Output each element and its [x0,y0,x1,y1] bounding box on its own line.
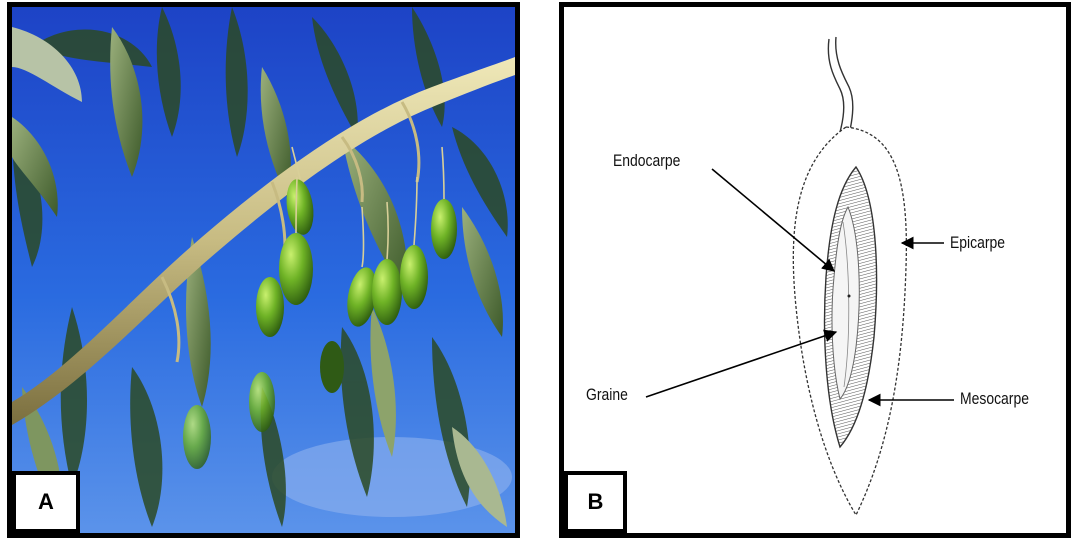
panel-label-a: A [12,471,80,533]
label-epicarpe: Epicarpe [950,233,1005,253]
panel-a-photo: A [7,2,520,538]
panel-b-diagram: Endocarpe Epicarpe Graine Mesocarpe B [559,2,1071,538]
panel-label-b: B [564,471,627,533]
label-endocarpe: Endocarpe [613,151,680,171]
label-graine: Graine [586,385,628,405]
olive-section-diagram [564,7,1066,533]
olive-branch-photo [12,7,515,533]
label-mesocarpe: Mesocarpe [960,389,1029,409]
